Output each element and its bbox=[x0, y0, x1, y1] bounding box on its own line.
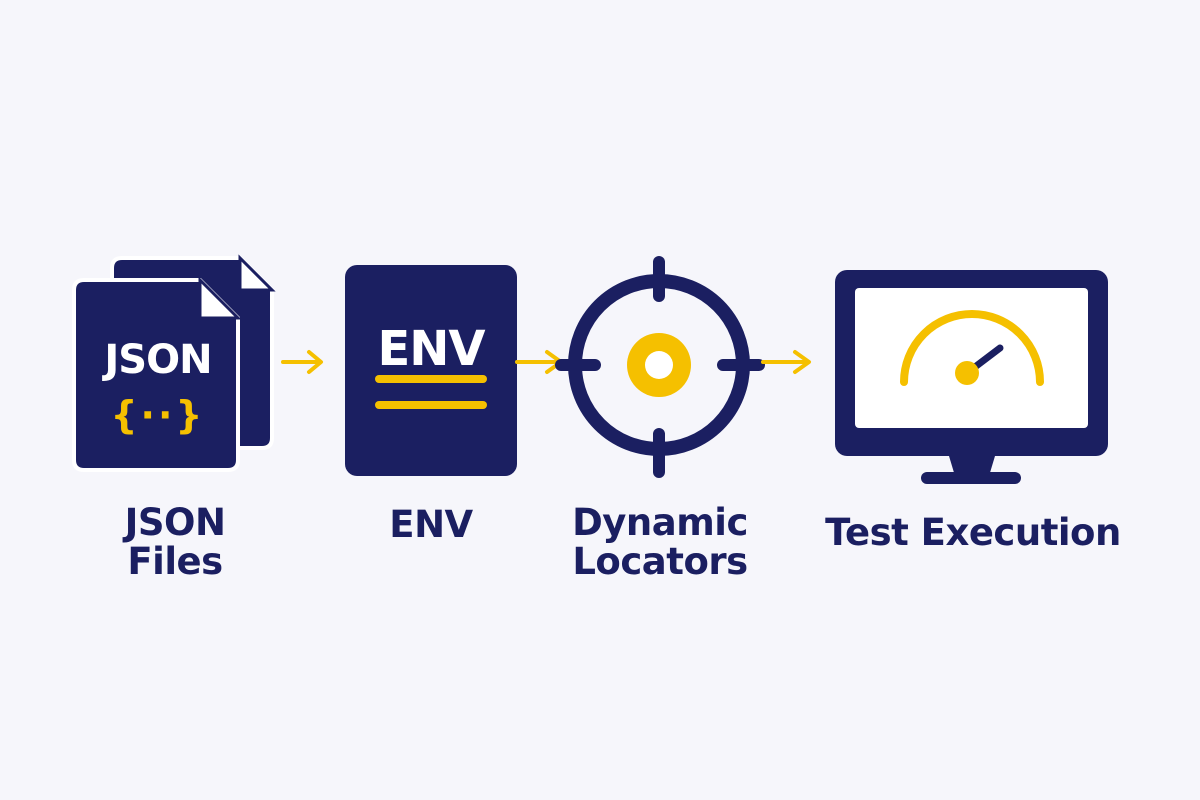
json-files-label: JSON Files bbox=[60, 501, 290, 583]
env-document-icon: ENV bbox=[345, 265, 517, 476]
dynamic-locators-label: Dynamic Locators bbox=[548, 501, 772, 583]
json-files-icon: JSON {··} bbox=[68, 250, 283, 480]
arrow-right-icon bbox=[281, 350, 325, 374]
env-document-graphic bbox=[345, 265, 517, 476]
dynamic-locators-label-line1: Dynamic bbox=[572, 501, 748, 544]
crosshair-target-icon bbox=[555, 256, 765, 478]
json-files-label-line1: JSON bbox=[124, 501, 226, 544]
crosshair-target-graphic bbox=[555, 256, 765, 478]
monitor-gauge-graphic bbox=[835, 270, 1108, 484]
arrow-right-icon bbox=[761, 350, 813, 374]
json-icon-title: JSON bbox=[104, 337, 212, 383]
monitor-gauge-icon bbox=[835, 270, 1110, 490]
dynamic-locators-label-line2: Locators bbox=[572, 539, 748, 583]
env-icon-title: ENV bbox=[377, 321, 485, 377]
json-files-label-line2: Files bbox=[127, 539, 223, 583]
json-files-graphic bbox=[72, 254, 276, 472]
json-brace-symbol: {··} bbox=[110, 393, 206, 437]
env-label: ENV bbox=[389, 503, 473, 546]
test-execution-label: Test Execution bbox=[825, 511, 1121, 554]
